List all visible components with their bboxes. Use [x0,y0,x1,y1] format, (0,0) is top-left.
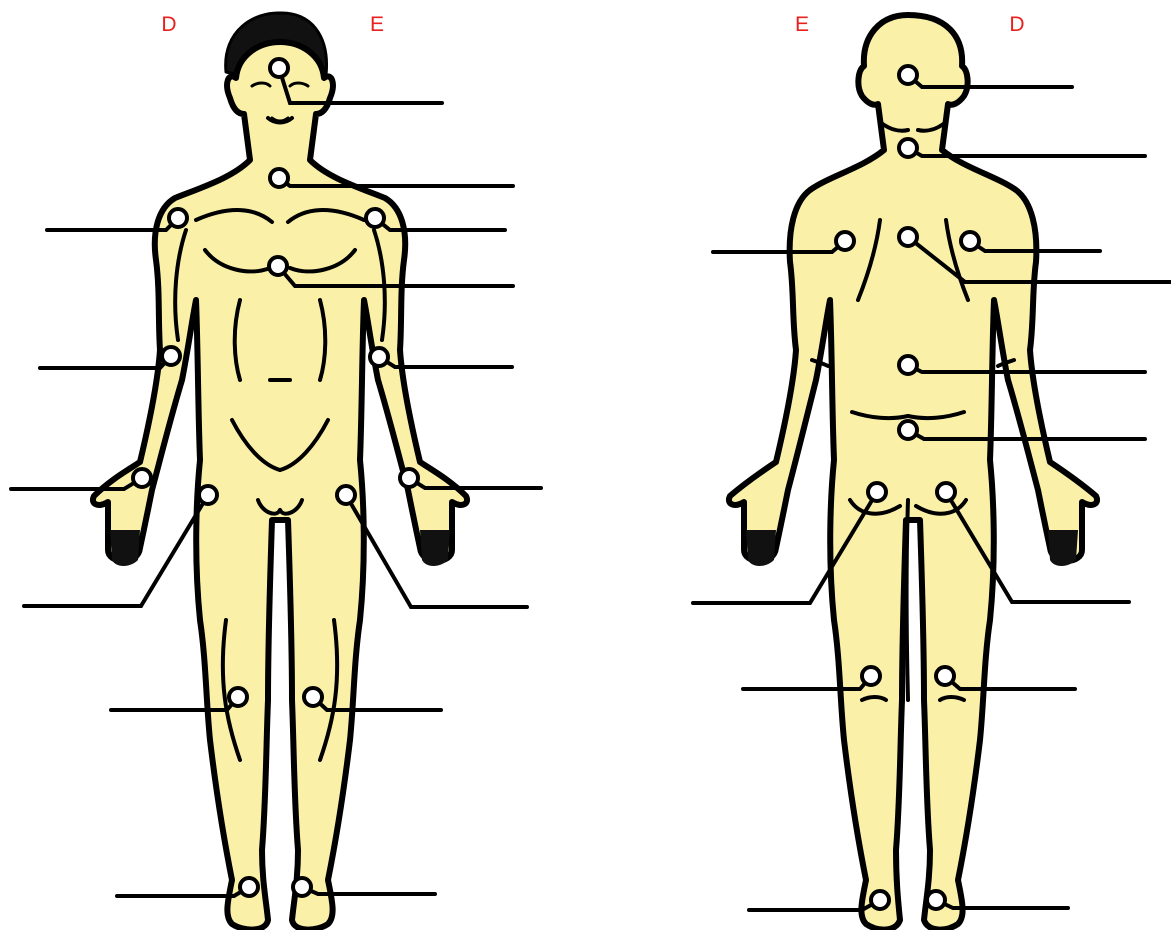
front-left-side-label: E [362,14,392,35]
marker-nape [899,139,917,157]
marker-elbow-right [162,347,180,365]
marker-heel-left [871,891,889,909]
back-right-side-label: D [1002,14,1032,35]
marker-upper-spine [899,228,917,246]
leader-line [40,356,171,368]
marker-knee-right [229,688,247,706]
front-fingers [110,530,450,566]
marker-shoulder-left [366,209,384,227]
marker-scapula-right [961,232,979,250]
marker-lower-spine [899,421,917,439]
marker-wrist-left [400,469,418,487]
back-left-side-label: E [787,14,817,35]
marker-hip-right [199,486,217,504]
marker-knee-left [304,688,322,706]
marker-chest [269,257,287,275]
marker-mid-spine [899,356,917,374]
marker-scapula-left [836,232,854,250]
marker-buttock-right [937,483,955,501]
marker-hip-left [337,486,355,504]
back-fingers [746,530,1078,566]
marker-shoulder-right [169,209,187,227]
marker-head [270,59,288,77]
marker-buttock-left [868,483,886,501]
marker-ankle-right [240,878,258,896]
marker-back-knee-left [862,667,880,685]
marker-wrist-right [133,469,151,487]
marker-occiput [899,66,917,84]
marker-back-knee-right [936,667,954,685]
marker-heel-right [927,891,945,909]
marker-neck [270,169,288,187]
marker-ankle-left [293,878,311,896]
front-right-side-label: D [154,14,184,35]
marker-elbow-left [370,348,388,366]
